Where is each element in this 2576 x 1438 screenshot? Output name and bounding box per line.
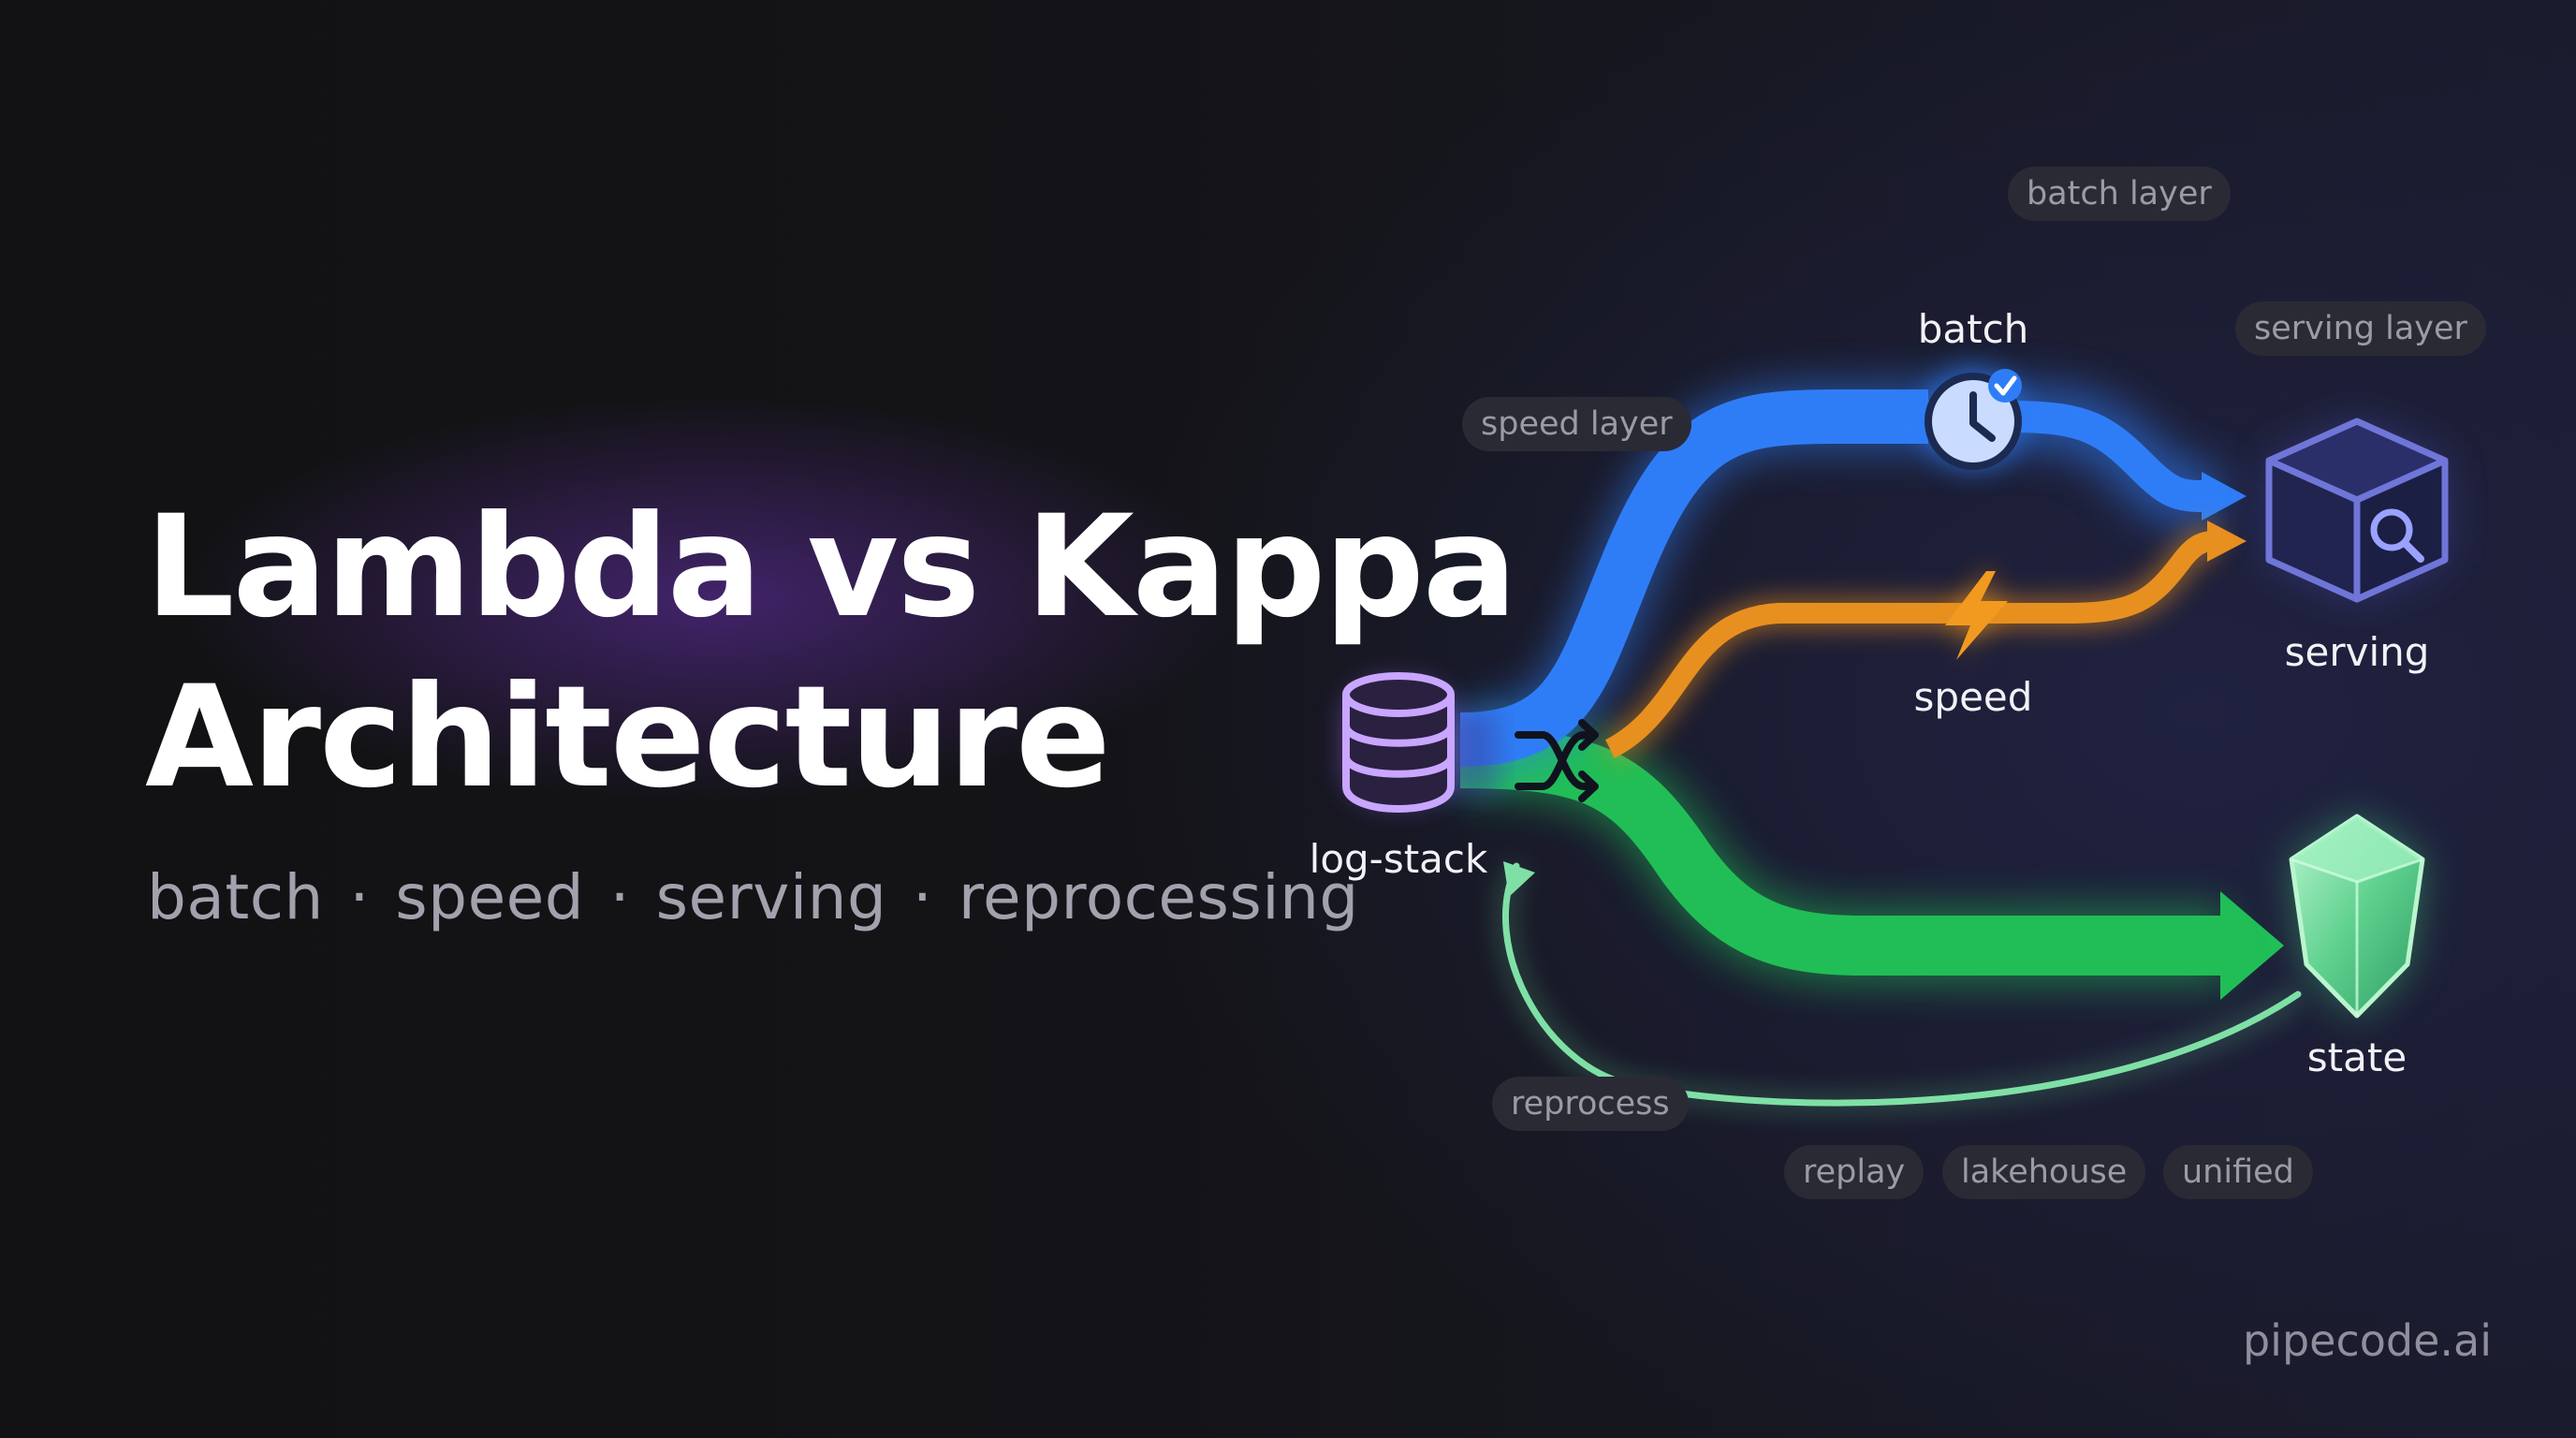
subtitle-item-speed: speed xyxy=(395,861,585,933)
shuffle-icon xyxy=(1515,719,1599,802)
title-line-2: Architecture xyxy=(145,656,1111,819)
reprocess-arrowhead xyxy=(1503,861,1535,897)
database-icon xyxy=(1342,672,1455,813)
tag-reprocess: reprocess xyxy=(1492,1077,1689,1131)
tag-unified: unified xyxy=(2163,1145,2313,1199)
kappa-arrowhead xyxy=(2220,891,2284,1000)
title-line-1: Lambda vs Kappa xyxy=(145,486,1517,649)
brand-watermark: pipecode.ai xyxy=(2242,1315,2492,1366)
subtitle-item-batch: batch xyxy=(147,861,324,933)
speed-path xyxy=(1603,521,2247,762)
cube-search-icon xyxy=(2265,418,2449,603)
subtitle-separator: · xyxy=(609,861,631,933)
subtitle-item-reprocessing: reprocessing xyxy=(958,861,1359,933)
tag-replay: replay xyxy=(1784,1145,1925,1199)
tag-batch-layer: batch layer xyxy=(2008,167,2231,221)
subtitle-item-serving: serving xyxy=(655,861,887,933)
lightning-icon xyxy=(1945,571,2008,660)
subtitle-separator: · xyxy=(912,861,933,933)
tag-speed-layer: speed layer xyxy=(1462,397,1691,451)
subtitle-separator: · xyxy=(349,861,370,933)
tag-serving-layer: serving layer xyxy=(2235,301,2486,356)
source-label: log-stack xyxy=(1309,836,1488,882)
batch-path xyxy=(1459,384,2247,772)
crystal-icon xyxy=(2289,814,2425,1019)
clock-check-icon xyxy=(1921,366,2026,471)
serving-label: serving xyxy=(2284,629,2430,675)
speed-label: speed xyxy=(1913,674,2033,720)
subtitle: batch · speed · serving · reprocessing xyxy=(147,861,1359,933)
title-block: Lambda vs Kappa Architecture xyxy=(145,482,1517,823)
state-label: state xyxy=(2306,1034,2408,1080)
batch-arrowhead xyxy=(2202,472,2247,521)
reprocess-arc xyxy=(1500,861,2302,1108)
batch-label: batch xyxy=(1917,306,2029,352)
tag-lakehouse: lakehouse xyxy=(1942,1145,2146,1199)
speed-arrowhead xyxy=(2207,521,2247,562)
